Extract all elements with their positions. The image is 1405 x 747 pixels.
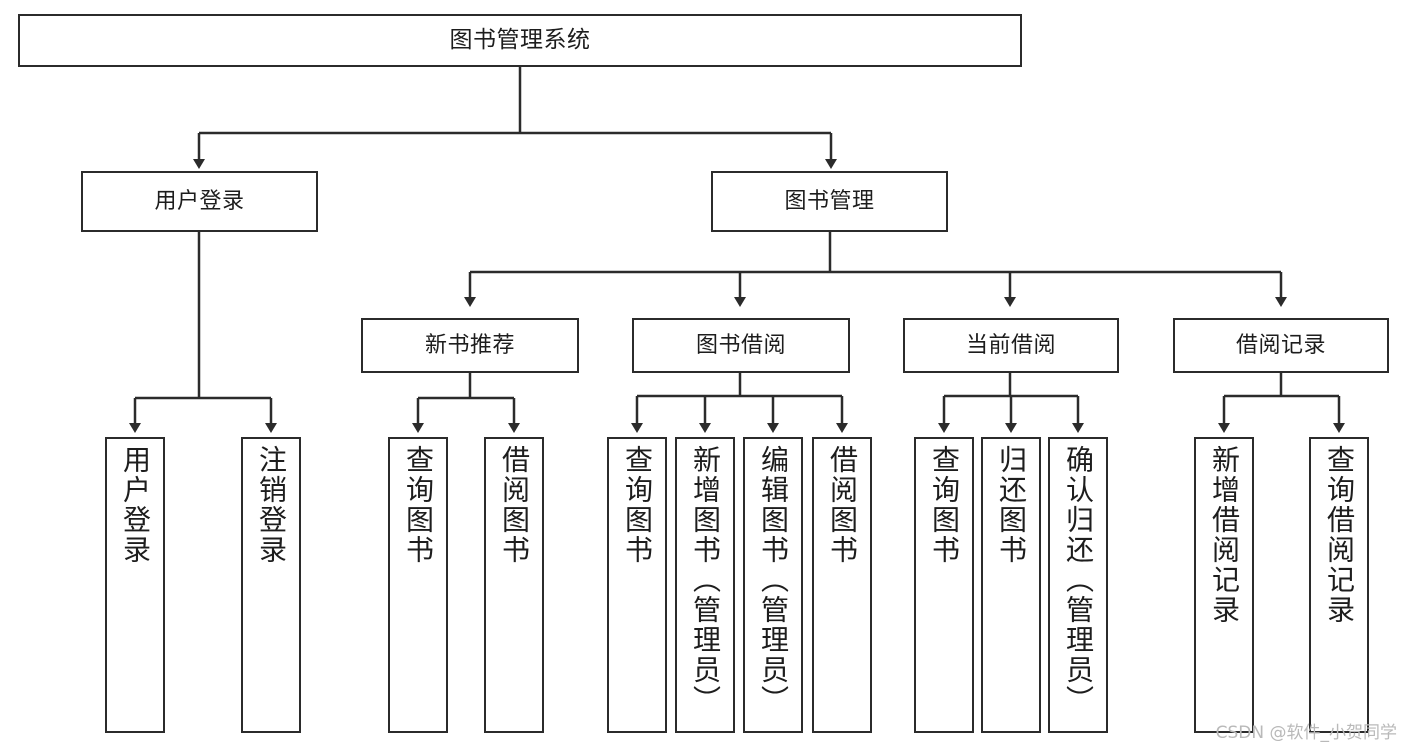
node-borrow-record-label: 借阅记录	[1235, 332, 1326, 358]
node-new-book-recommend[interactable]: 新书推荐	[361, 318, 579, 373]
node-book-manage-label: 图书管理	[784, 188, 875, 214]
node-book-manage[interactable]: 图书管理	[711, 171, 948, 232]
leaf-add-record-label: 新增借阅记录	[1208, 445, 1241, 625]
leaf-add-record[interactable]: 新增借阅记录	[1194, 437, 1254, 733]
leaf-add-book-label: 新增图书（管理员）	[689, 445, 722, 715]
leaf-borrow-book-1[interactable]: 借阅图书	[484, 437, 544, 733]
leaf-confirm-return-label: 确认归还（管理员）	[1062, 445, 1095, 715]
node-root[interactable]: 图书管理系统	[18, 14, 1022, 67]
leaf-edit-book[interactable]: 编辑图书（管理员）	[743, 437, 803, 733]
node-current-borrow-label: 当前借阅	[965, 332, 1056, 358]
leaf-query-book-1-label: 查询图书	[402, 445, 435, 565]
leaf-add-book[interactable]: 新增图书（管理员）	[675, 437, 735, 733]
leaf-query-book-2[interactable]: 查询图书	[607, 437, 667, 733]
node-root-label: 图书管理系统	[449, 26, 591, 53]
leaf-query-record-label: 查询借阅记录	[1323, 445, 1356, 625]
node-book-borrow-label: 图书借阅	[695, 332, 786, 358]
leaf-borrow-book-2[interactable]: 借阅图书	[812, 437, 872, 733]
leaf-query-book-3-label: 查询图书	[928, 445, 961, 565]
node-current-borrow[interactable]: 当前借阅	[903, 318, 1119, 373]
node-borrow-record[interactable]: 借阅记录	[1173, 318, 1389, 373]
leaf-borrow-book-2-label: 借阅图书	[826, 445, 859, 565]
leaf-confirm-return[interactable]: 确认归还（管理员）	[1048, 437, 1108, 733]
leaf-query-record[interactable]: 查询借阅记录	[1309, 437, 1369, 733]
leaf-return-book-label: 归还图书	[995, 445, 1028, 565]
watermark: CSDN @软件_小贺同学	[1215, 723, 1397, 743]
leaf-query-book-2-label: 查询图书	[621, 445, 654, 565]
node-user-login-label: 用户登录	[154, 188, 245, 214]
leaf-return-book[interactable]: 归还图书	[981, 437, 1041, 733]
node-book-borrow[interactable]: 图书借阅	[632, 318, 850, 373]
leaf-edit-book-label: 编辑图书（管理员）	[757, 445, 790, 715]
node-user-login[interactable]: 用户登录	[81, 171, 318, 232]
node-new-book-recommend-label: 新书推荐	[424, 332, 515, 358]
leaf-borrow-book-1-label: 借阅图书	[498, 445, 531, 565]
leaf-logout-login[interactable]: 注销登录	[241, 437, 301, 733]
leaf-user-login[interactable]: 用户登录	[105, 437, 165, 733]
leaf-query-book-1[interactable]: 查询图书	[388, 437, 448, 733]
leaf-logout-login-label: 注销登录	[255, 445, 288, 565]
leaf-user-login-label: 用户登录	[119, 445, 152, 565]
leaf-query-book-3[interactable]: 查询图书	[914, 437, 974, 733]
